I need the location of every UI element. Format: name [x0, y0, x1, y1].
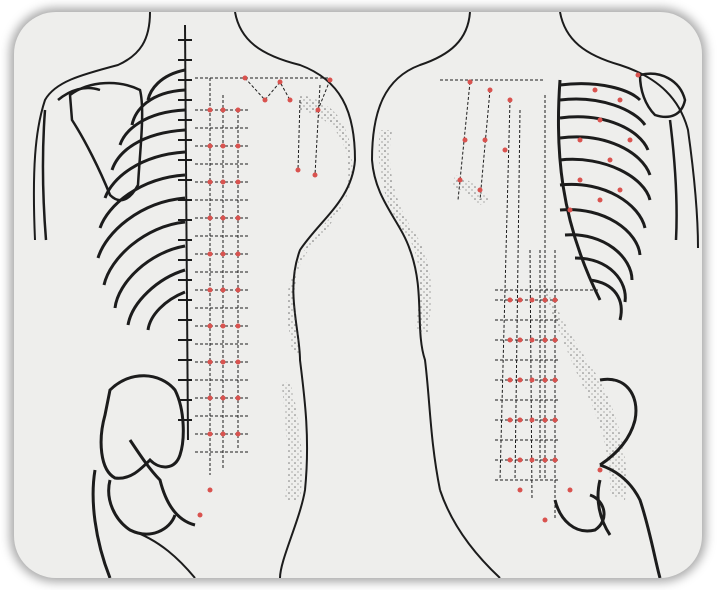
left-back-shading	[282, 95, 352, 500]
left-acupoints	[198, 76, 333, 518]
left-pelvis	[93, 376, 195, 578]
left-spine	[178, 25, 192, 440]
right-shoulder-joint	[640, 74, 685, 240]
left-meridian-grid	[195, 78, 330, 475]
right-rib-cage	[558, 80, 650, 320]
left-rib-cage	[98, 70, 185, 330]
illustration-frame	[14, 12, 702, 578]
anatomy-illustration	[14, 12, 702, 578]
left-shoulder-blade	[43, 83, 142, 240]
